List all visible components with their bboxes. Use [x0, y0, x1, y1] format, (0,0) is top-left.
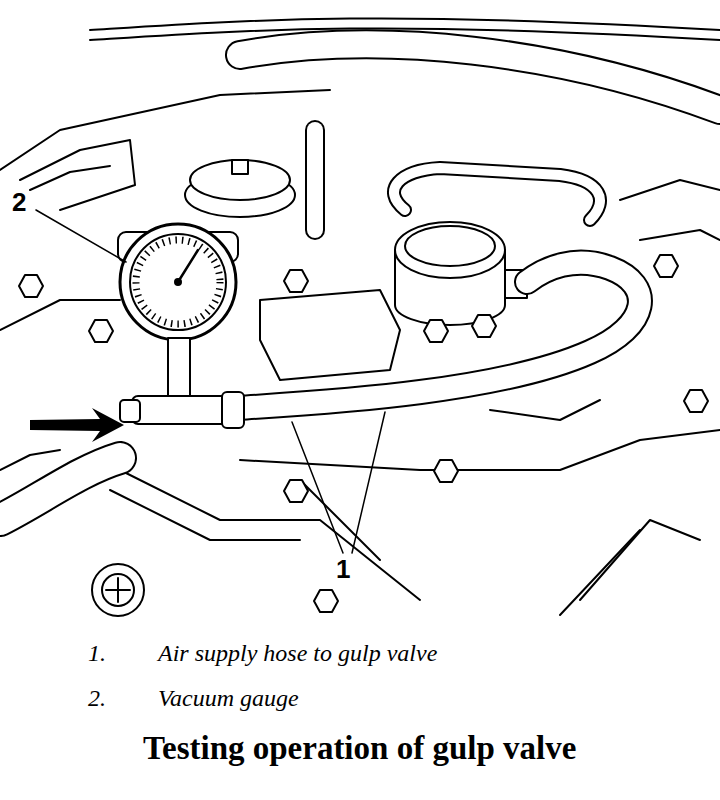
- cap-knob: [232, 160, 248, 174]
- leader-line: [292, 422, 343, 553]
- block-edge: [0, 90, 330, 170]
- legend-number: 1.: [88, 640, 106, 668]
- nut: [314, 590, 338, 612]
- t-piece-inlet: [120, 400, 140, 422]
- bracket: [110, 490, 300, 540]
- bracket: [120, 470, 420, 600]
- upper-hose: [90, 18, 720, 110]
- engine-block: [0, 90, 720, 615]
- block-edge: [490, 400, 600, 420]
- block-edge: [240, 430, 720, 470]
- needle-pivot: [175, 279, 181, 285]
- distributor-cap: [92, 564, 144, 616]
- cable: [90, 28, 720, 40]
- gauge-scale: [136, 240, 220, 324]
- legend-number: 2.: [88, 685, 106, 713]
- gauge-needle: [178, 250, 198, 282]
- gauge-bezel: [120, 224, 236, 340]
- air-flow-arrow: [30, 408, 124, 442]
- nut: [89, 320, 113, 342]
- nut: [424, 320, 448, 342]
- caption: Testing operation of gulp valve: [143, 730, 576, 768]
- filler-cap: [185, 160, 295, 217]
- nut: [434, 460, 458, 482]
- t-piece: [132, 396, 232, 424]
- leader-line: [36, 210, 126, 262]
- nut: [654, 255, 678, 277]
- nut: [472, 315, 496, 337]
- hose-fill: [238, 263, 640, 408]
- leader-line: [352, 412, 385, 553]
- valve-top: [395, 222, 505, 278]
- cover-rib: [30, 166, 110, 190]
- housing: [260, 290, 400, 380]
- hose-fill: [240, 44, 720, 110]
- gulp-valve: [394, 168, 600, 325]
- leader-lines: [36, 210, 385, 553]
- hose-outline: [238, 263, 640, 408]
- block-edge: [0, 450, 60, 470]
- gauge-stem: [168, 338, 190, 396]
- pipe-fill: [307, 130, 323, 230]
- distributor: [92, 564, 144, 616]
- vacuum-hose-fill: [394, 168, 600, 220]
- hose-outline: [0, 458, 120, 520]
- air-supply-hose: [238, 263, 640, 408]
- nut: [19, 275, 43, 297]
- nut: [284, 270, 308, 292]
- block-edge: [620, 180, 720, 200]
- breather-pipe: [315, 130, 316, 230]
- cap-top: [190, 160, 290, 200]
- hose-clip: [222, 392, 244, 428]
- valve-cap: [405, 226, 495, 266]
- vacuum-hose: [394, 168, 600, 220]
- legend-text: Vacuum gauge: [158, 685, 299, 713]
- hose-outline: [240, 44, 720, 110]
- callout-number: 1: [336, 555, 350, 585]
- block-edge: [580, 520, 700, 600]
- vacuum-gauge: [118, 224, 244, 428]
- legend-text: Air supply hose to gulp valve: [158, 640, 437, 668]
- nut: [284, 480, 308, 502]
- cover-panel: [20, 140, 135, 210]
- nut: [684, 390, 708, 412]
- block-edge: [560, 530, 640, 615]
- hose-fill: [0, 458, 120, 520]
- gauge-dial: [130, 234, 226, 330]
- block-edge: [640, 230, 720, 240]
- rotor-cross: [106, 578, 130, 602]
- nuts: [19, 255, 708, 612]
- callout-number: 2: [12, 188, 26, 218]
- pipe-outline: [305, 130, 325, 230]
- lower-hose: [0, 458, 120, 520]
- distributor-rotor: [102, 574, 134, 606]
